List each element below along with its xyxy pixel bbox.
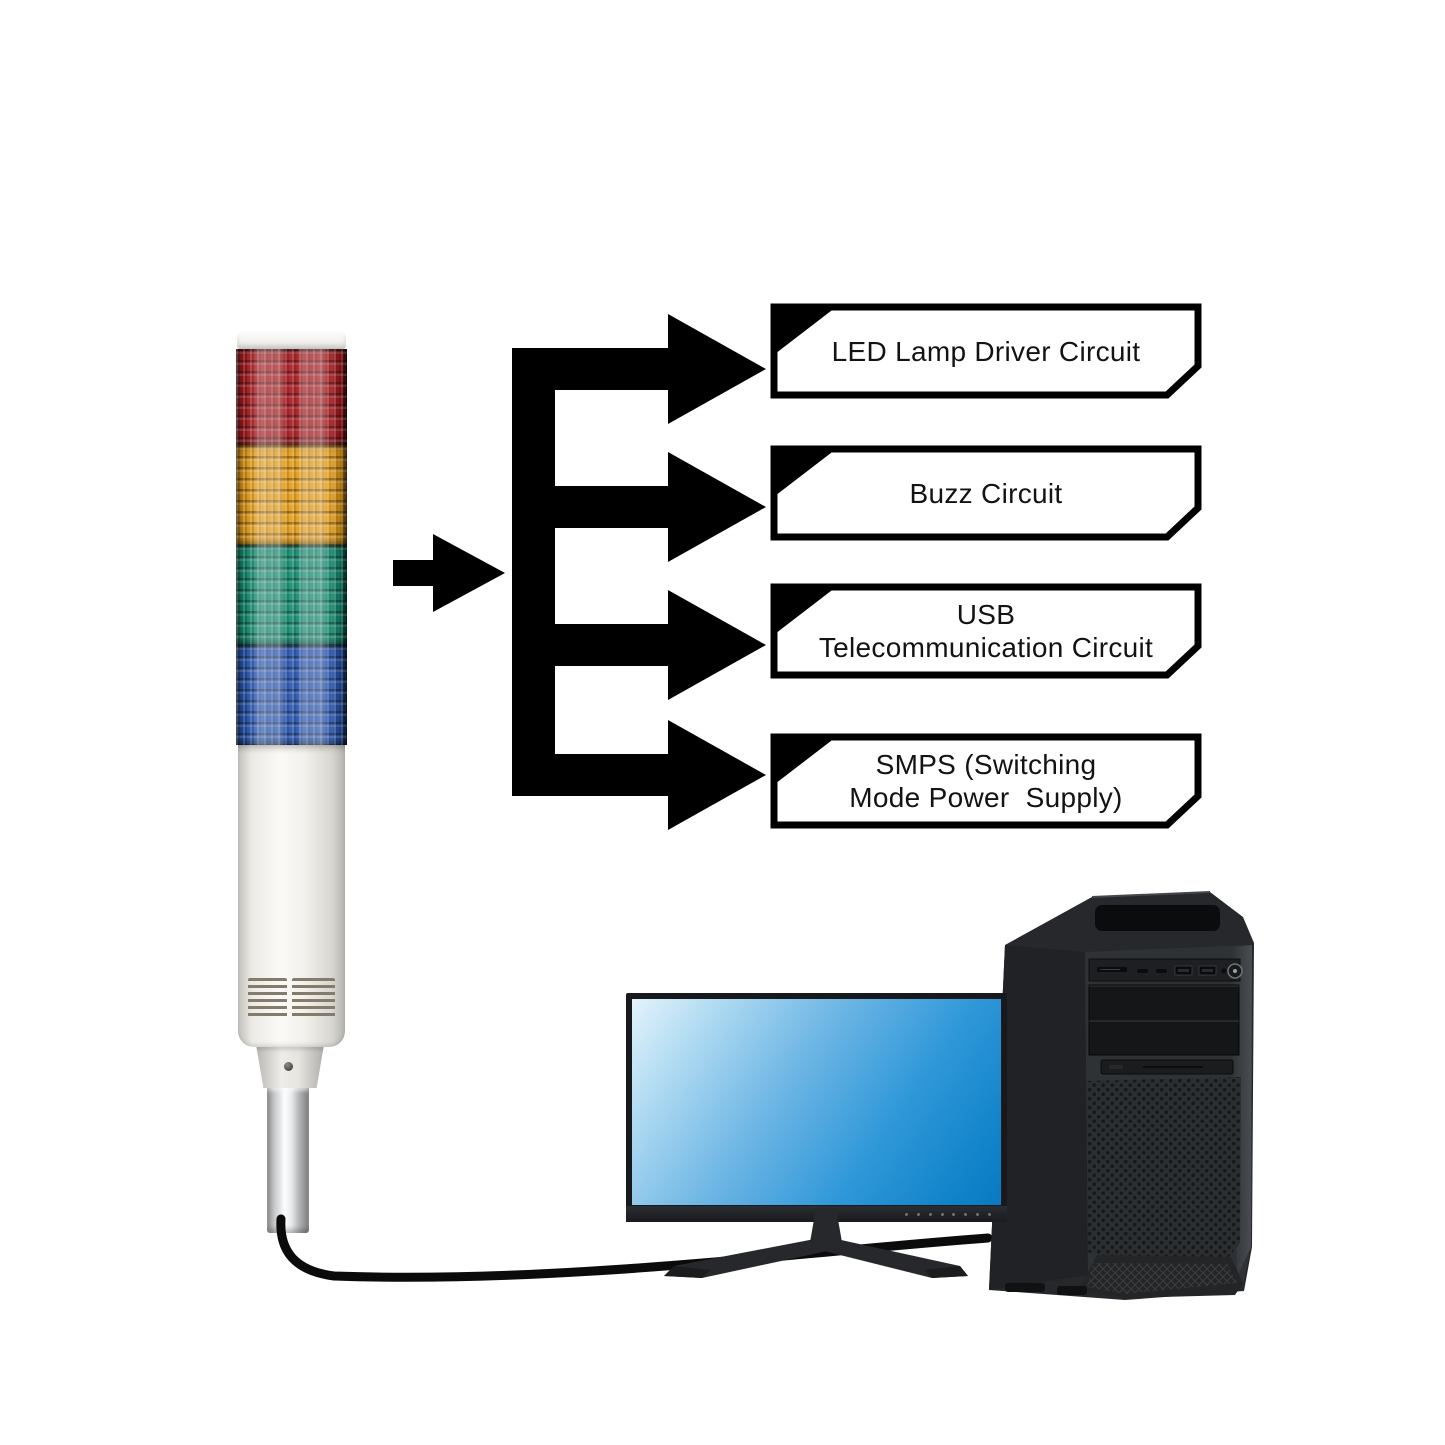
branch-arrows-icon	[512, 314, 766, 830]
usb-a-port-icon	[1174, 965, 1193, 976]
stand-column	[809, 1208, 843, 1248]
pc-foot-pad	[1057, 1286, 1087, 1295]
monitor-screen	[632, 999, 1001, 1205]
callout-label: USB	[956, 599, 1016, 630]
stand-right-leg	[820, 1238, 968, 1278]
tower-lens-amber	[236, 445, 347, 545]
callout-frame	[770, 583, 1202, 679]
pc-tower-top-vent-slot	[1095, 905, 1220, 931]
callout-frame	[770, 445, 1202, 541]
callout-label: Telecommunication Circuit	[818, 632, 1154, 663]
stand-right-foot	[924, 1266, 968, 1278]
pc-tower-foot	[1081, 1255, 1243, 1298]
pc-foot-pad	[1005, 1283, 1045, 1292]
pc-front-mesh	[1087, 1077, 1241, 1258]
callout-label: Buzz Circuit	[909, 477, 1063, 509]
callout-label: SMPS (Switching	[875, 749, 1097, 780]
monitor-control-buttons[interactable]	[905, 1212, 991, 1216]
mic-jack-icon	[1221, 968, 1227, 974]
monitor-stand	[664, 1208, 968, 1278]
callout-buzz-circuit: Buzz Circuit	[770, 445, 1202, 541]
speaker-grille-right	[292, 978, 335, 1019]
pc-drive-bays	[1088, 984, 1240, 1056]
callout-label: Mode Power Supply)	[849, 782, 1123, 813]
pc-tower-side-panel	[989, 945, 1088, 1290]
stand-left-leg	[664, 1238, 832, 1278]
folded-corner-icon	[771, 446, 840, 499]
eject-button-icon[interactable]	[1109, 1065, 1123, 1069]
usb-a-port-icon	[1198, 965, 1217, 976]
feed-arrow-icon	[393, 534, 505, 612]
folded-corner-icon	[771, 584, 840, 637]
screw-icon	[284, 1062, 293, 1071]
callout-smps: SMPS (Switching Mode Power Supply)	[770, 733, 1202, 829]
stand-left-foot	[664, 1266, 710, 1278]
tower-lens-blue	[236, 645, 347, 745]
speaker-grille-left	[248, 978, 287, 1019]
pc-optical-drive[interactable]	[1100, 1059, 1234, 1075]
callout-label: LED Lamp Driver Circuit	[831, 335, 1141, 367]
callout-usb-telecommunication-circuit: USB Telecommunication Circuit	[770, 583, 1202, 679]
pc-tower	[989, 891, 1254, 1300]
tower-lens-red	[236, 349, 347, 445]
folded-corner-icon	[771, 734, 840, 787]
pc-front-io-strip	[1088, 958, 1243, 982]
callout-led-lamp-driver-circuit: LED Lamp Driver Circuit	[770, 303, 1202, 399]
pc-tower-top-ridge	[1091, 891, 1211, 898]
tower-lens-green	[236, 545, 347, 645]
usb-c-port-icon	[1156, 969, 1167, 973]
tower-top-cap	[237, 329, 346, 349]
usb-c-port-icon	[1137, 969, 1148, 973]
tower-mount-pole	[267, 1088, 309, 1233]
callout-frame	[770, 733, 1202, 829]
power-button-icon[interactable]	[1227, 963, 1243, 979]
callout-frame	[770, 303, 1202, 399]
folded-corner-icon	[771, 304, 840, 357]
